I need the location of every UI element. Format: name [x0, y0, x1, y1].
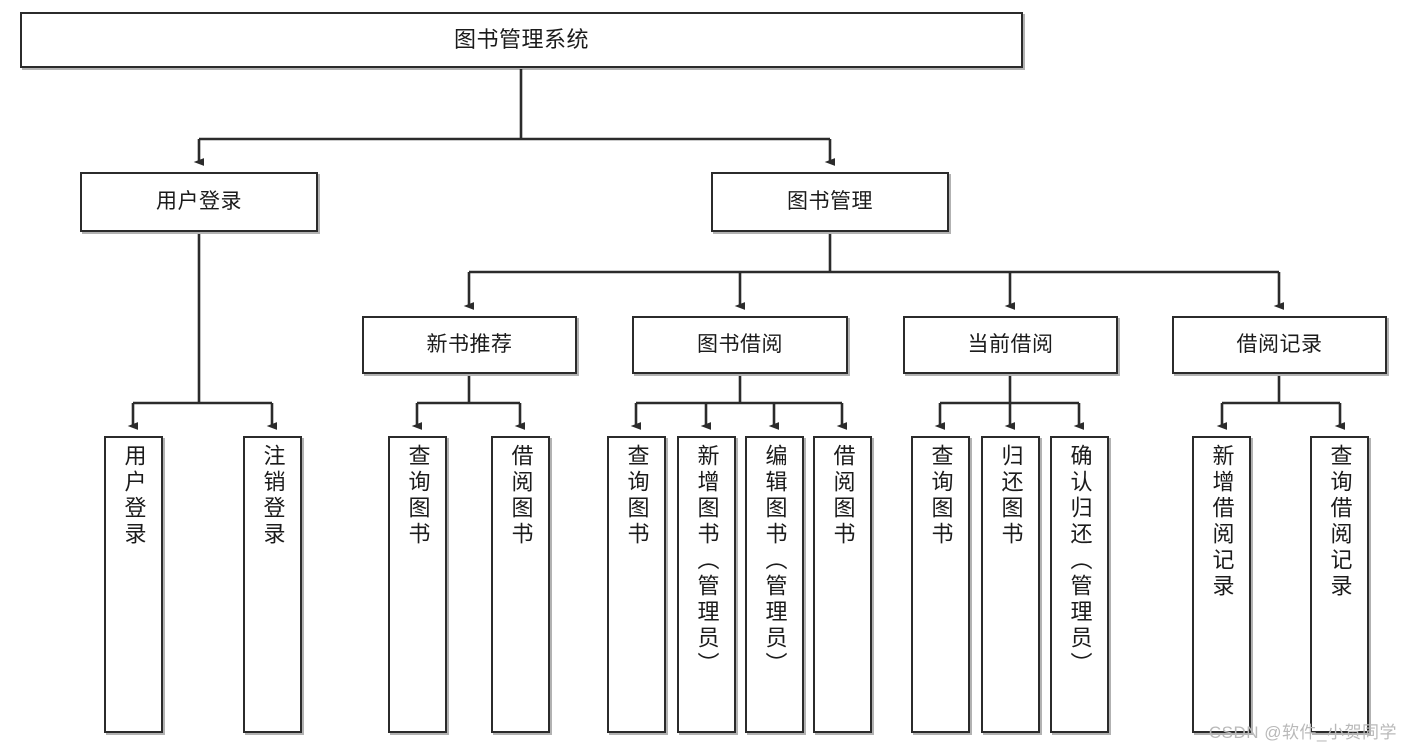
leaf-current-borrow-query-book[interactable]: 查询图书 — [911, 436, 970, 733]
node-label: 新书推荐 — [426, 332, 513, 356]
leaf-book-borrow-query-book[interactable]: 查询图书 — [607, 436, 666, 733]
node-label: 查询图书 — [405, 444, 431, 548]
leaf-borrow-record-add-record[interactable]: 新增借阅记录 — [1192, 436, 1251, 733]
node-label: 新增借阅记录 — [1209, 444, 1235, 600]
leaf-current-borrow-confirm-return-admin[interactable]: 确认归还（管理员） — [1050, 436, 1109, 733]
node-label: 借阅图书 — [508, 444, 534, 548]
node-label: 借阅记录 — [1236, 332, 1323, 356]
node-label: 图书管理 — [787, 189, 873, 213]
node-label: 注销登录 — [260, 444, 286, 548]
leaf-new-book-query-book[interactable]: 查询图书 — [388, 436, 447, 733]
leaf-user-login-signout[interactable]: 注销登录 — [243, 436, 302, 733]
node-label: 编辑图书（管理员） — [762, 444, 788, 678]
node-label: 确认归还（管理员） — [1067, 444, 1093, 678]
node-book-management[interactable]: 图书管理 — [711, 172, 949, 232]
node-user-login[interactable]: 用户登录 — [80, 172, 318, 232]
node-label: 借阅图书 — [830, 444, 856, 548]
leaf-book-borrow-add-book-admin[interactable]: 新增图书（管理员） — [677, 436, 736, 733]
leaf-book-borrow-borrow-book[interactable]: 借阅图书 — [813, 436, 872, 733]
node-book-borrow[interactable]: 图书借阅 — [632, 316, 848, 374]
node-root-book-management-system[interactable]: 图书管理系统 — [20, 12, 1023, 68]
leaf-borrow-record-query-record[interactable]: 查询借阅记录 — [1310, 436, 1369, 733]
node-new-book-recommend[interactable]: 新书推荐 — [362, 316, 577, 374]
node-borrow-record[interactable]: 借阅记录 — [1172, 316, 1387, 374]
node-label: 用户登录 — [156, 189, 242, 213]
node-label: 当前借阅 — [967, 332, 1054, 356]
node-label: 图书管理系统 — [453, 27, 589, 53]
node-label: 查询借阅记录 — [1327, 444, 1353, 600]
leaf-current-borrow-return-book[interactable]: 归还图书 — [981, 436, 1040, 733]
node-label: 新增图书（管理员） — [694, 444, 720, 678]
node-label: 查询图书 — [624, 444, 650, 548]
leaf-user-login-signin[interactable]: 用户登录 — [104, 436, 163, 733]
node-label: 查询图书 — [928, 444, 954, 548]
node-label: 用户登录 — [121, 444, 147, 548]
leaf-book-borrow-edit-book-admin[interactable]: 编辑图书（管理员） — [745, 436, 804, 733]
node-label: 归还图书 — [998, 444, 1024, 548]
node-label: 图书借阅 — [697, 332, 783, 356]
node-current-borrow[interactable]: 当前借阅 — [903, 316, 1118, 374]
leaf-new-book-borrow-book[interactable]: 借阅图书 — [491, 436, 550, 733]
